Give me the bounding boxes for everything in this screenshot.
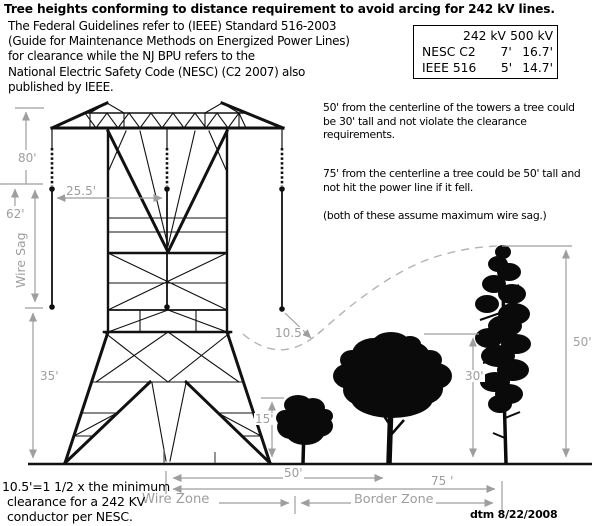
table-header-500kv: 500 kV — [510, 29, 553, 43]
row-value-500: 14.7' — [522, 61, 553, 76]
note-75ft-tree: 75' from the centerline a tree could be … — [323, 167, 581, 194]
note-50ft-tree: 50' from the centerline of the towers a … — [323, 101, 575, 142]
dimension-lines — [0, 107, 572, 514]
intro-line: The Federal Guidelines refer to (IEEE) S… — [8, 19, 337, 33]
intro-line: for clearance while the NJ BPU refers to… — [8, 49, 255, 64]
clearance-radius-arc — [242, 330, 322, 351]
footnote-line: 10.5'=1 1/2 x the minimum — [2, 479, 170, 494]
author-credit: dtm 8/22/2008 — [470, 508, 558, 521]
tree-50ft-pine — [475, 245, 531, 464]
row-value-242: 7' — [500, 45, 512, 60]
footnote-line: clearance for a 242 KV — [7, 494, 145, 510]
clearance-footnote: 10.5'=1 1/2 x the minimum clearance for … — [2, 479, 170, 525]
clearance-curves — [242, 245, 504, 351]
intro-line: published by IEEE. — [8, 79, 114, 94]
dim-label-dist-50: 50' — [283, 466, 304, 480]
note-line: 50' from the centerline of the towers a … — [323, 101, 575, 114]
border-zone-label: Border Zone — [353, 492, 435, 507]
tree-15ft — [276, 395, 333, 464]
intro-paragraph: The Federal Guidelines refer to (IEEE) S… — [8, 19, 350, 95]
dim-label-small-tree: 15' — [254, 412, 275, 426]
dim-label-low-wire: 35' — [40, 369, 59, 383]
tree-fall-curve — [317, 245, 504, 335]
row-label: IEEE 516 — [422, 61, 477, 76]
note-line: 75' from the centerline a tree could be … — [323, 167, 581, 180]
intro-line: National Electric Safety Code (NESC) (C2… — [8, 64, 306, 79]
dim-label-attach-height: 62' — [6, 207, 25, 221]
note-line: requirements. — [323, 128, 395, 142]
note-wire-sag-assumption: (both of these assume maximum wire sag.) — [323, 209, 547, 222]
tree-30ft — [333, 332, 452, 464]
dim-label-tall-tree: 50' — [573, 335, 592, 349]
wire-attachment-dots — [49, 186, 285, 312]
row-value-242: 5' — [500, 61, 513, 76]
table-header-row: 242 kV 500 kV — [414, 28, 557, 44]
page-title: Tree heights conforming to distance requ… — [4, 2, 555, 16]
note-line: not hit the power line if it fell. — [323, 180, 474, 194]
row-value-500: 16.7' — [522, 45, 553, 60]
intro-line: (Guide for Maintenance Methods on Energi… — [8, 34, 350, 49]
dim-label-dist-75: 75 ' — [430, 474, 455, 488]
clearance-table: 242 kV 500 kV NESC C2 7' 16.7' IEEE 516 … — [413, 25, 558, 79]
dim-label-wire-sag: Wire Sag — [13, 232, 28, 288]
wire-zone-label: Wire Zone — [141, 492, 211, 507]
dim-label-phase-spacing: 25.5' — [65, 184, 98, 198]
dim-label-medium-tree: 30' — [464, 369, 485, 383]
dim-label-tower-height: 80' — [18, 151, 37, 165]
note-line: be 30' tall and not violate the clearanc… — [323, 114, 527, 128]
row-label: NESC C2 — [422, 45, 476, 60]
trees — [276, 245, 531, 464]
table-row-ieee: IEEE 516 5' 14.7' — [414, 60, 557, 76]
table-header-242kv: 242 kV — [463, 29, 506, 43]
conductor-wires — [49, 128, 285, 312]
centerline-ticks — [163, 449, 216, 463]
table-header-spacer — [422, 28, 463, 44]
dim-label-clearance-radius: 10.5 — [274, 326, 303, 340]
table-row-nesc: NESC C2 7' 16.7' — [414, 44, 557, 60]
footnote-line: conductor per NESC. — [7, 509, 133, 525]
